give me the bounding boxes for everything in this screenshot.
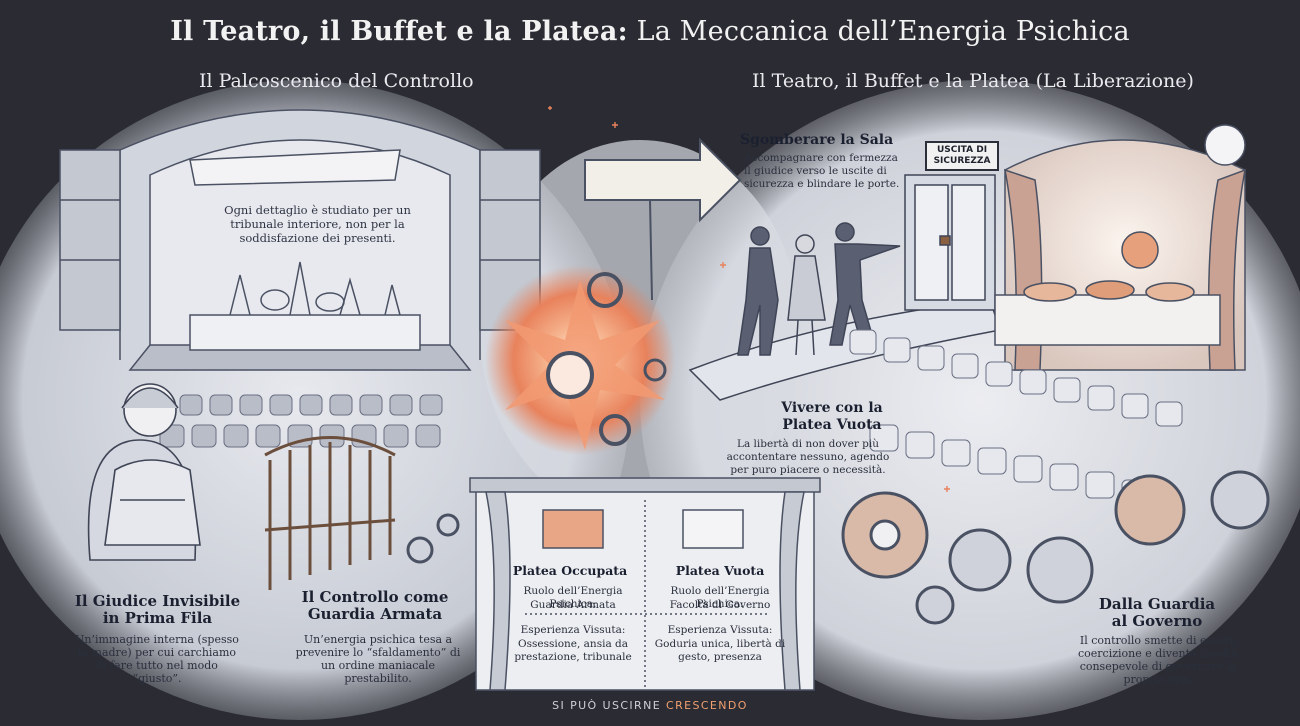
judge-title: Il Giudice Invisibile in Prima Fila bbox=[74, 592, 241, 627]
empty-exp-value: Goduria unica, libertà di gesto, presenz… bbox=[654, 638, 786, 663]
guard-to-govern-title: Dalla Guardia al Governo bbox=[1098, 595, 1216, 630]
empty-title: Platea Vuota bbox=[675, 563, 765, 578]
comparison-panel bbox=[469, 477, 821, 691]
gate bbox=[264, 436, 396, 590]
occupied-title: Platea Occupata bbox=[512, 563, 628, 578]
left-theatre bbox=[59, 109, 541, 371]
page-title: Il Teatro, il Buffet e la Platea: La Mec… bbox=[0, 16, 1300, 47]
title-bold: Il Teatro, il Buffet e la Platea: bbox=[170, 16, 628, 47]
explosion bbox=[485, 265, 675, 455]
right-scene bbox=[688, 174, 1001, 401]
judge-figure bbox=[87, 383, 201, 561]
footer: SI PUÒ USCIRNE CRESCENDO bbox=[0, 699, 1300, 712]
guard-to-govern-text: Il controllo smette di essere coercizion… bbox=[1077, 634, 1238, 686]
empty-audience-text: La libertà di non dover più accontentare… bbox=[726, 438, 890, 476]
occupied-role-value: Guardia Armata bbox=[530, 599, 616, 611]
guard-text: Un’energia psichica tesa a prevenire lo … bbox=[295, 633, 461, 685]
occupied-role-label: Ruolo dell’Energia Psichica: bbox=[523, 585, 623, 610]
stars bbox=[548, 106, 950, 492]
arrow-sign bbox=[584, 137, 742, 301]
footer-accent: CRESCENDO bbox=[666, 699, 748, 712]
occupied-exp-label: Esperienza Vissuta: bbox=[520, 624, 626, 636]
empty-role-label: Ruolo dell’Energia Psichica: bbox=[670, 585, 770, 610]
right-section-title: Il Teatro, il Buffet e la Platea (La Lib… bbox=[752, 70, 1194, 92]
occupied-exp-value: Ossessione, ansia da prestazione, tribun… bbox=[514, 638, 632, 663]
left-section-title: Il Palcoscenico del Controllo bbox=[199, 70, 474, 92]
judge-text: Un’immagine interna (spesso la madre) pe… bbox=[75, 633, 239, 685]
empty-role-value: Facoltà di Governo bbox=[669, 599, 771, 611]
right-gears bbox=[841, 470, 1270, 625]
stage-note: Ogni dettaglio è studiato per un tribuna… bbox=[224, 203, 411, 245]
guard-title: Il Controllo come Guardia Armata bbox=[301, 588, 449, 623]
title-light: La Meccanica dell’Energia Psichica bbox=[636, 16, 1130, 47]
right-stage bbox=[994, 124, 1246, 371]
empty-exp-label: Esperienza Vissuta: bbox=[667, 624, 773, 636]
empty-audience-title: Vivere con la Platea Vuota bbox=[781, 400, 883, 433]
exit-sign: USCITA DI SICUREZZA bbox=[925, 141, 999, 171]
footer-prefix: SI PUÒ USCIRNE bbox=[552, 699, 662, 712]
clear-room-title: Sgomberare la Sala bbox=[740, 132, 894, 148]
clear-room-text: Accompagnare con fermezza il giudice ver… bbox=[744, 152, 900, 190]
left-gears bbox=[406, 513, 460, 564]
